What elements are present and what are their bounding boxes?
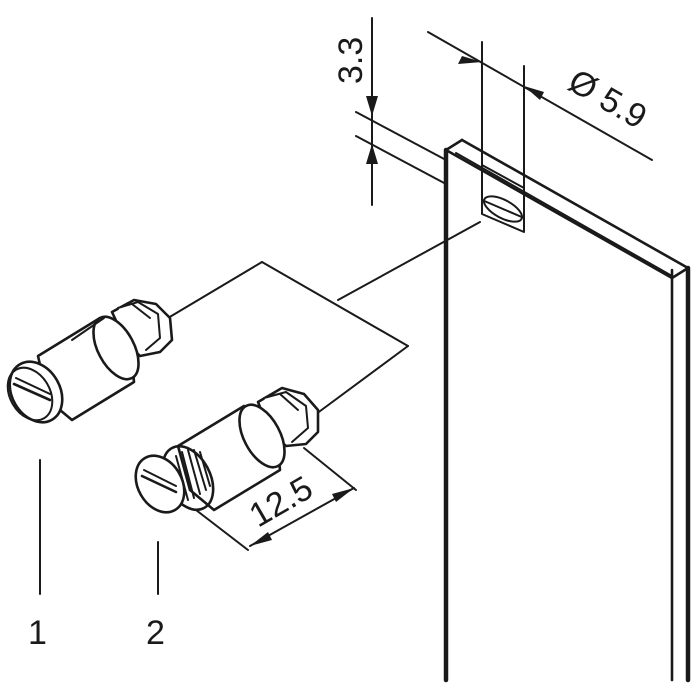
- connector-bolt-1: [6, 298, 174, 424]
- panel: [443, 138, 691, 683]
- drill-hole: [481, 41, 525, 233]
- callout-1: 1: [28, 614, 47, 652]
- diameter-dimension-label: Ø 5.9: [562, 62, 653, 136]
- callouts: 1 2: [28, 459, 165, 652]
- connector-bolt-2: [134, 386, 320, 514]
- depth-dimension: 3.3: [332, 17, 447, 206]
- callout-2: 2: [146, 614, 165, 652]
- depth-dimension-label: 3.3: [332, 37, 370, 84]
- leader-lines: [167, 221, 481, 421]
